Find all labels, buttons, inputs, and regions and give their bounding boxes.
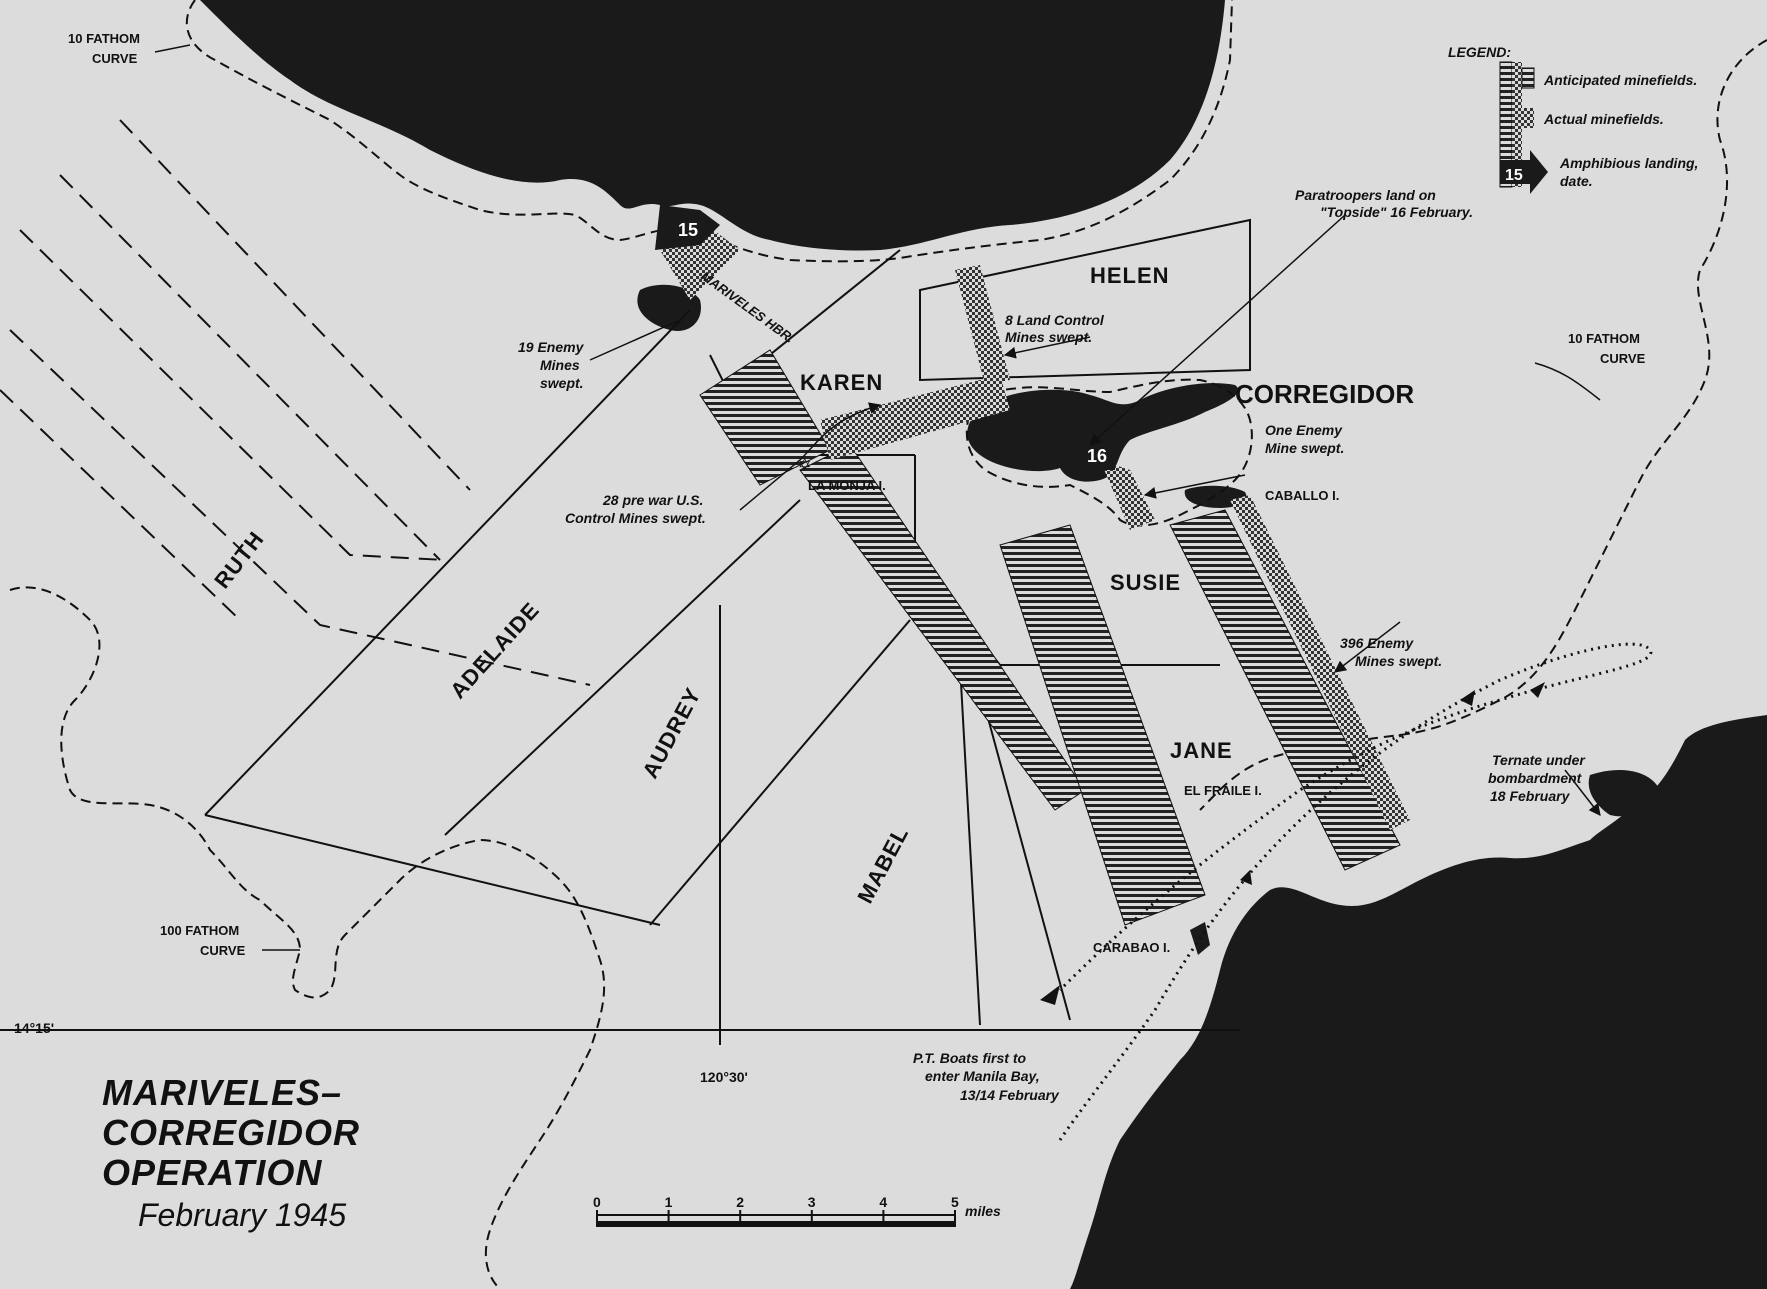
hundred-fathom-label-1: 100 FATHOM <box>160 923 239 938</box>
legend-landing-label-2: date. <box>1560 173 1593 189</box>
note-nineteen-2: Mines <box>540 357 580 373</box>
ten-fathom-e-label-2: CURVE <box>1600 351 1646 366</box>
note-one-enemy-1: One Enemy <box>1265 422 1343 438</box>
area-jane: JANE <box>1170 738 1233 763</box>
place-el-fraile: EL FRAILE I. <box>1184 783 1262 798</box>
note-paratroopers-2: "Topside" 16 February. <box>1320 204 1473 220</box>
note-paratroopers-1: Paratroopers land on <box>1295 187 1436 203</box>
mariveles-landing-marker: 15 <box>655 205 720 250</box>
scale-tick-label: 5 <box>951 1194 959 1210</box>
legend-landing-label-1: Amphibious landing, <box>1559 155 1698 171</box>
hundred-fathom-label-2: CURVE <box>200 943 246 958</box>
place-la-monja: LA MONJA I. <box>808 478 886 493</box>
scale-tick-label: 4 <box>879 1194 887 1210</box>
corregidor-landing-marker: 16 <box>1080 428 1115 470</box>
longitude-label: 120°30' <box>700 1069 748 1085</box>
legend-heading: LEGEND: <box>1448 44 1511 60</box>
note-ternate-2: bombardment <box>1488 770 1583 786</box>
note-ternate-1: Ternate under <box>1492 752 1586 768</box>
ten-fathom-curve-east <box>1199 39 1767 811</box>
note-pt-boats-2: enter Manila Bay, <box>925 1068 1040 1084</box>
annotation-leaders <box>154 44 1601 951</box>
note-eight-land-2: Mines swept. <box>1005 329 1092 345</box>
title-subtitle: February 1945 <box>138 1197 346 1233</box>
scale-bar: miles 0 1 2 3 4 5 <box>593 1194 1001 1227</box>
scale-unit: miles <box>965 1203 1001 1219</box>
note-396-1: 396 Enemy <box>1340 635 1414 651</box>
note-pt-boats-1: P.T. Boats first to <box>913 1050 1027 1066</box>
latitude-label: 14°15' <box>14 1020 54 1036</box>
bataan-landmass <box>200 0 1225 331</box>
title-line-1: MARIVELES– <box>102 1072 342 1113</box>
legend: LEGEND: Anticipated minefields. Actual m… <box>1448 44 1698 194</box>
map-title: MARIVELES– CORREGIDOR OPERATION February… <box>102 1072 360 1233</box>
legend-actual-swatch <box>1512 62 1522 187</box>
pt-route-arrows <box>1040 682 1545 1005</box>
place-corregidor: CORREGIDOR <box>1235 379 1414 409</box>
la-monja-star: ✡ <box>798 457 811 474</box>
note-pt-boats-3: 13/14 February <box>960 1087 1060 1103</box>
note-nineteen-1: 19 Enemy <box>518 339 585 355</box>
scale-tick-label: 1 <box>665 1194 673 1210</box>
area-susie: SUSIE <box>1110 570 1181 595</box>
svg-text:✡: ✡ <box>798 457 811 474</box>
note-eight-land-1: 8 Land Control <box>1005 312 1105 328</box>
title-line-3: OPERATION <box>102 1152 322 1193</box>
note-one-enemy-2: Mine swept. <box>1265 440 1344 456</box>
legend-anticipated-label: Anticipated minefields. <box>1543 72 1697 88</box>
ten-fathom-e-label-1: 10 FATHOM <box>1568 331 1640 346</box>
note-nineteen-3: swept. <box>540 375 584 391</box>
legend-landing-arrow-icon <box>1500 150 1548 194</box>
ruth-sweep-lines <box>0 119 591 686</box>
ten-fathom-nw-label-1: 10 FATHOM <box>68 31 140 46</box>
caballo-island <box>1184 485 1247 508</box>
legend-actual-label: Actual minefields. <box>1543 111 1664 127</box>
area-karen: KAREN <box>800 370 883 395</box>
title-line-2: CORREGIDOR <box>102 1112 360 1153</box>
scale-tick-label: 2 <box>736 1194 744 1210</box>
scale-tick-label: 3 <box>808 1194 816 1210</box>
ten-fathom-curve-corregidor <box>965 378 1253 527</box>
corregidor-landing-date: 16 <box>1087 446 1107 466</box>
coordinates: 14°15' 120°30' <box>14 1020 748 1085</box>
place-carabao: CARABAO I. <box>1093 940 1170 955</box>
anticipated-minefields <box>699 349 1401 926</box>
ten-fathom-curve-north <box>185 0 1233 263</box>
scale-tick-label: 0 <box>593 1194 601 1210</box>
scale-bar-bar <box>597 1221 955 1227</box>
note-ternate-3: 18 February <box>1490 788 1571 804</box>
curve-labels: 10 FATHOM CURVE 10 FATHOM CURVE 100 FATH… <box>68 31 1646 958</box>
cavite-landmass <box>1070 715 1767 1289</box>
annotations: Paratroopers land on "Topside" 16 Februa… <box>518 187 1586 1103</box>
note-prewar-2: Control Mines swept. <box>565 510 706 526</box>
area-helen: HELEN <box>1090 263 1170 288</box>
note-396-2: Mines swept. <box>1355 653 1442 669</box>
legend-landing-sample-date: 15 <box>1505 167 1523 184</box>
ten-fathom-nw-label-2: CURVE <box>92 51 138 66</box>
hundred-fathom-curve <box>9 586 606 1289</box>
mariveles-landing-date: 15 <box>678 220 698 240</box>
place-caballo: CABALLO I. <box>1265 488 1339 503</box>
note-prewar-1: 28 pre war U.S. <box>602 492 703 508</box>
